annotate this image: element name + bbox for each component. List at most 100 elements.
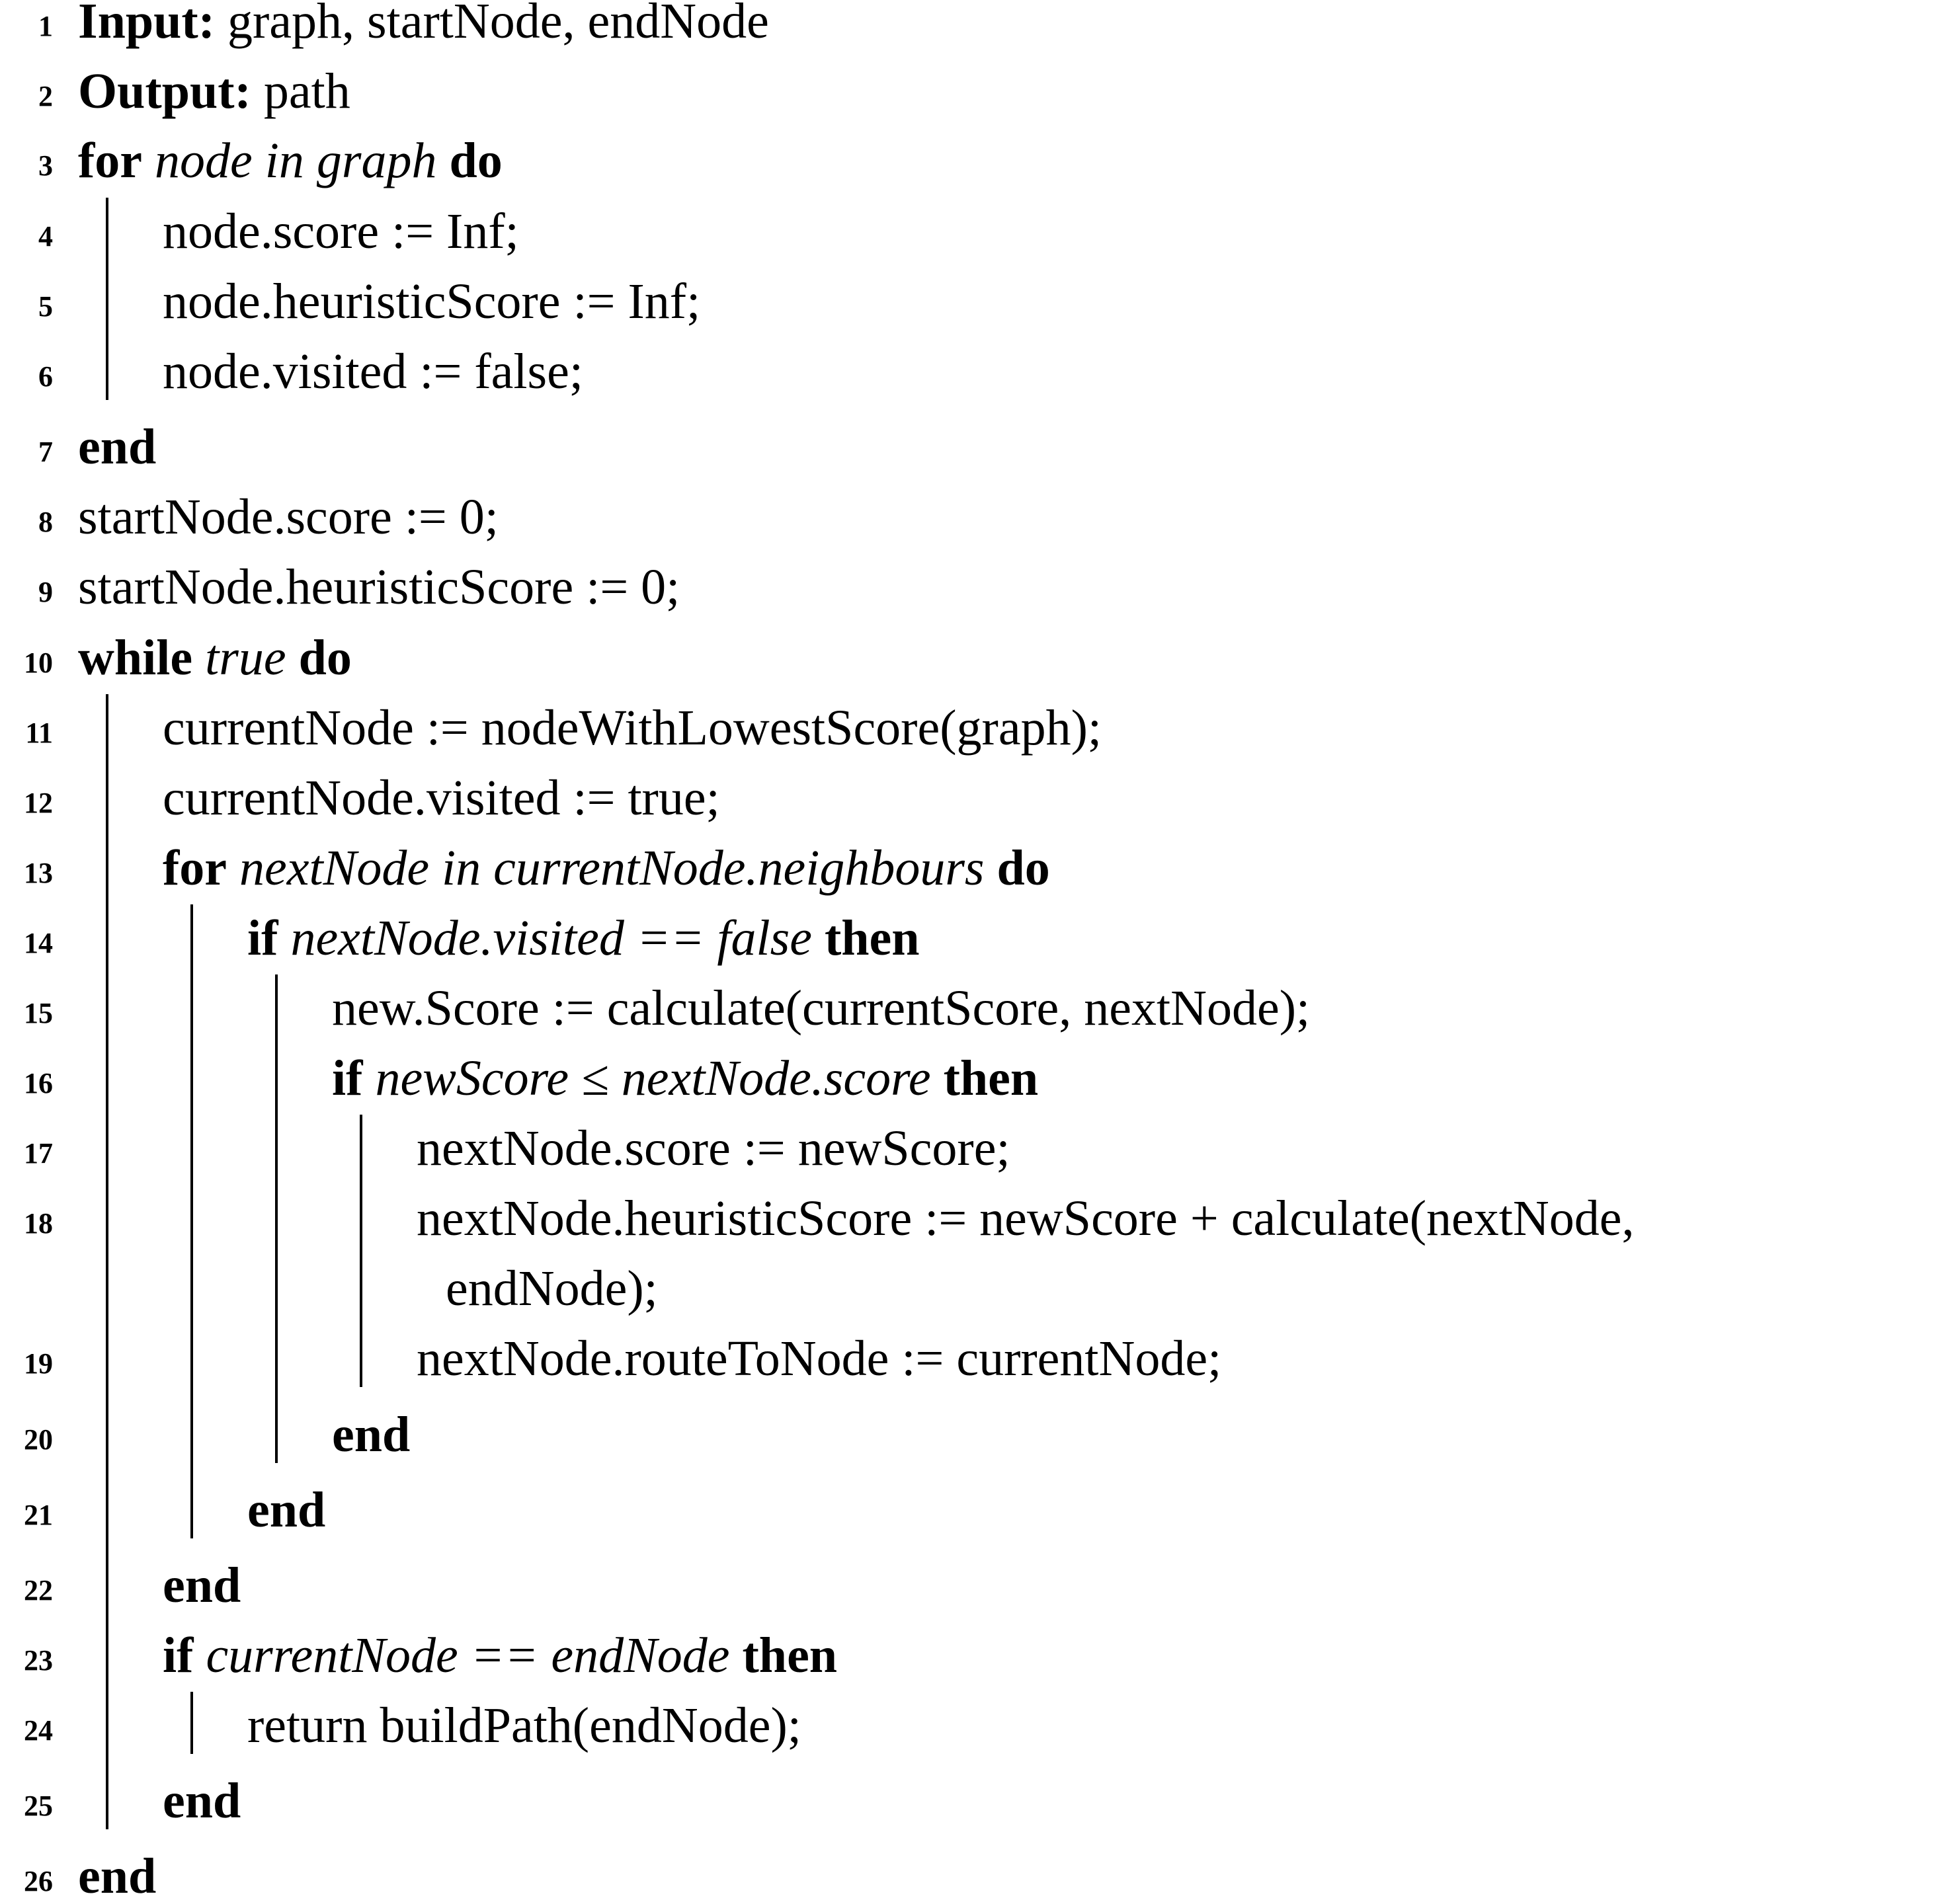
line-number: 21	[24, 1499, 53, 1531]
line-number: 8	[38, 506, 53, 538]
code-text: node.heuristicScore := Inf;	[163, 274, 701, 329]
code-line: end	[163, 1776, 241, 1826]
keyword: while	[78, 630, 193, 686]
code-line: nextNode.routeToNode := currentNode;	[417, 1333, 1221, 1384]
block-bar	[190, 1692, 193, 1754]
code-text: return buildPath(endNode);	[247, 1698, 801, 1753]
code-line: if newScore ≤ nextNode.score then	[332, 1053, 1038, 1103]
line-number: 22	[24, 1574, 53, 1606]
keyword: if	[332, 1051, 363, 1106]
code-line-continuation: endNode);	[446, 1263, 658, 1314]
code-text	[278, 910, 290, 966]
keyword: do	[298, 630, 352, 686]
code-text	[286, 630, 299, 686]
code-line: node.visited := false;	[163, 346, 583, 397]
code-text: node.visited := false;	[163, 344, 583, 399]
code-text: graph, startNode, endNode	[215, 0, 769, 49]
keyword: end	[78, 1848, 157, 1904]
line-number: 13	[24, 857, 53, 889]
keyword: end	[163, 1773, 241, 1829]
code-text	[192, 630, 205, 686]
code-line: node.score := Inf;	[163, 206, 519, 257]
code-line: new.Score := calculate(currentScore, nex…	[332, 983, 1310, 1033]
code-text: currentNode := nodeWithLowestScore(graph…	[163, 700, 1102, 756]
line-number: 20	[24, 1423, 53, 1456]
line-number: 24	[24, 1714, 53, 1747]
code-line: end	[247, 1485, 325, 1535]
keyword: then	[742, 1628, 838, 1683]
line-number: 12	[24, 787, 53, 819]
condition-text: currentNode == endNode	[206, 1628, 730, 1683]
line-number: 2	[38, 80, 53, 112]
line-number: 18	[24, 1207, 53, 1240]
keyword: then	[824, 910, 920, 966]
line-number: 19	[24, 1347, 53, 1380]
block-bar	[275, 974, 278, 1463]
block-bar	[106, 694, 108, 1829]
condition-text: nextNode.visited == false	[290, 910, 812, 966]
code-text: new.Score := calculate(currentScore, nex…	[332, 980, 1311, 1036]
line-number: 25	[24, 1790, 53, 1822]
code-line: Output: path	[78, 66, 350, 116]
condition-text: node in graph	[155, 133, 437, 188]
condition-text: nextNode in currentNode.neighbours	[239, 840, 985, 896]
code-text	[730, 1628, 743, 1683]
line-number: 15	[24, 997, 53, 1029]
block-bar	[360, 1115, 362, 1387]
code-line: node.heuristicScore := Inf;	[163, 276, 700, 327]
code-text: path	[251, 63, 350, 119]
line-number: 11	[25, 717, 53, 749]
code-line: nextNode.score := newScore;	[417, 1123, 1010, 1173]
condition-text: newScore ≤ nextNode.score	[375, 1051, 931, 1106]
code-line: nextNode.heuristicScore := newScore + ca…	[417, 1193, 1634, 1244]
keyword: Output:	[78, 63, 251, 119]
code-line: for nextNode in currentNode.neighbours d…	[163, 843, 1050, 893]
code-text: startNode.heuristicScore := 0;	[78, 559, 680, 615]
code-line: end	[332, 1409, 410, 1460]
line-number: 6	[38, 360, 53, 393]
keyword: if	[247, 910, 278, 966]
code-line: if nextNode.visited == false then	[247, 913, 920, 963]
condition-text: true	[205, 630, 286, 686]
code-line: startNode.heuristicScore := 0;	[78, 562, 680, 612]
block-bar	[106, 198, 108, 400]
code-line: currentNode.visited := true;	[163, 773, 720, 823]
code-line: return buildPath(endNode);	[247, 1700, 801, 1751]
code-text: node.score := Inf;	[163, 204, 519, 259]
code-line: for node in graph do	[78, 136, 503, 186]
line-number: 26	[24, 1865, 53, 1897]
line-number: 16	[24, 1067, 53, 1099]
keyword: if	[163, 1628, 194, 1683]
line-number: 10	[24, 647, 53, 679]
keyword: end	[163, 1558, 241, 1613]
line-number: 4	[38, 220, 53, 253]
line-number: 17	[24, 1137, 53, 1170]
keyword: end	[247, 1482, 326, 1538]
code-line: end	[163, 1560, 241, 1610]
code-text	[362, 1051, 375, 1106]
code-line: if currentNode == endNode then	[163, 1630, 837, 1681]
line-number: 9	[38, 576, 53, 608]
code-line: end	[78, 422, 156, 472]
keyword: end	[78, 419, 157, 475]
block-bar	[190, 904, 193, 1538]
code-text: nextNode.heuristicScore := newScore + ca…	[417, 1191, 1635, 1246]
code-line: startNode.score := 0;	[78, 492, 499, 542]
keyword: do	[449, 133, 503, 188]
keyword: for	[163, 840, 227, 896]
line-number: 23	[24, 1644, 53, 1677]
keyword: for	[78, 133, 143, 188]
code-text	[436, 133, 449, 188]
code-text	[142, 133, 155, 188]
keyword: end	[332, 1407, 411, 1462]
keyword: Input:	[78, 0, 215, 49]
code-text: nextNode.routeToNode := currentNode;	[417, 1331, 1222, 1386]
line-number: 5	[38, 290, 53, 323]
line-number: 3	[38, 149, 53, 182]
code-text: currentNode.visited := true;	[163, 770, 720, 826]
code-line: Input: graph, startNode, endNode	[78, 0, 769, 46]
code-text: startNode.score := 0;	[78, 489, 499, 545]
code-text: endNode);	[446, 1261, 658, 1316]
code-text: nextNode.score := newScore;	[417, 1121, 1010, 1176]
